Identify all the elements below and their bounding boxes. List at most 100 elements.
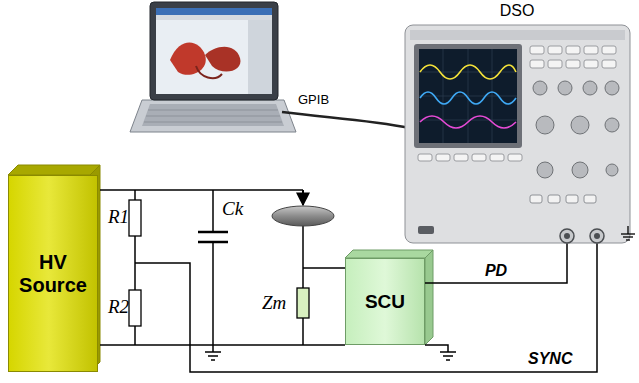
scu-faces: [345, 250, 433, 258]
ground-symbol: [205, 351, 221, 353]
oscilloscope-illustration: [418, 226, 434, 234]
oscilloscope-illustration: [548, 46, 562, 54]
oscilloscope-illustration: [572, 162, 588, 178]
signal-wire: [425, 246, 567, 283]
oscilloscope-illustration: [405, 25, 635, 243]
wire: [100, 344, 345, 346]
laptop-illustration: [248, 20, 272, 94]
signal-name: SYNC: [528, 350, 572, 368]
oscilloscope-illustration: [605, 118, 619, 132]
oscilloscope-illustration: [420, 92, 516, 104]
oscilloscope-illustration: [530, 60, 544, 68]
wire: [212, 242, 214, 352]
wire: [425, 345, 448, 352]
oscilloscope-illustration: [564, 233, 570, 239]
oscilloscope-illustration: [533, 81, 547, 95]
oscilloscope-illustration: [414, 44, 522, 148]
node-label: DSO: [500, 2, 535, 20]
oscilloscope-illustration: [602, 60, 616, 68]
gpib-cable: [282, 112, 410, 128]
oscilloscope-illustration: [436, 154, 450, 161]
oscilloscope-illustration: [418, 46, 616, 161]
wire: [302, 318, 304, 345]
oscilloscope-illustration: [621, 226, 635, 240]
laptop-illustration: [150, 2, 278, 100]
laptop-illustration: [146, 116, 280, 117]
oscilloscope-illustration: [468, 49, 469, 143]
oscilloscope-illustration: [560, 229, 574, 243]
oscilloscope-illustration: [508, 154, 522, 161]
wire: [134, 326, 136, 345]
oscilloscope-illustration: [583, 81, 597, 95]
oscilloscope-illustration: [605, 81, 619, 95]
oscilloscope-illustration: [472, 154, 486, 161]
laptop-illustration: [170, 43, 206, 75]
laptop-illustration: [130, 100, 296, 132]
oscilloscope-illustration: [530, 195, 542, 203]
wire: [135, 243, 597, 372]
oscilloscope-illustration: [606, 164, 618, 176]
oscilloscope-frame: DSO: [400, 0, 634, 246]
oscilloscope-illustration: [443, 49, 444, 143]
oscilloscope-illustration: [454, 154, 468, 161]
oscilloscope-illustration: [623, 236, 633, 237]
oscilloscope-illustration: [536, 116, 554, 134]
oscilloscope-illustration: [405, 25, 630, 243]
hv-source-faces: [8, 165, 100, 175]
wire: [302, 226, 304, 288]
current-transformer: [272, 206, 334, 226]
oscilloscope-illustration: [492, 49, 493, 143]
laptop-illustration: [142, 104, 284, 126]
ground-symbol: [208, 355, 218, 357]
capacitor-symbol: [198, 241, 228, 244]
oscilloscope-illustration: [566, 60, 580, 68]
oscilloscope-illustration: [420, 65, 516, 79]
oscilloscope-illustration: [566, 46, 580, 54]
resistor-symbol: [129, 200, 141, 236]
laptop-illustration: [156, 8, 272, 15]
node-label: HV Source: [12, 251, 94, 297]
scu-faces: [425, 250, 433, 345]
oscilloscope-illustration: [548, 60, 562, 68]
laptop-illustration: [156, 8, 272, 94]
wire: [100, 189, 303, 191]
hv-source-box: HV Source: [8, 175, 98, 372]
oscilloscope-illustration: [548, 195, 560, 203]
scu-box: SCU: [345, 258, 425, 345]
scu-faces: [345, 250, 433, 345]
laptop-illustration: [148, 110, 278, 111]
oscilloscope-illustration: [626, 239, 630, 240]
current-arrow: [302, 190, 304, 205]
ground-symbol: [211, 359, 215, 361]
ground-symbol: [443, 355, 453, 357]
interface-label: GPIB: [298, 92, 329, 107]
node-label: SCU: [365, 291, 405, 313]
laptop-illustration: [144, 122, 282, 123]
oscilloscope-illustration: [594, 233, 600, 239]
wire: [303, 267, 345, 269]
capacitor-symbol: [198, 232, 228, 242]
oscilloscope-illustration: [537, 162, 553, 178]
component-label: Zm: [262, 292, 286, 314]
oscilloscope-illustration: [584, 195, 596, 203]
component-label: R2: [108, 296, 129, 318]
oscilloscope-illustration: [602, 46, 616, 54]
oscilloscope-illustration: [584, 60, 598, 68]
oscilloscope-illustration: [420, 116, 516, 128]
resistor-symbol: [129, 290, 141, 326]
hv-source-faces: [8, 165, 100, 372]
oscilloscope-illustration: [530, 46, 544, 54]
signal-name: PD: [485, 262, 507, 280]
component-label: Ck: [222, 198, 243, 220]
oscilloscope-illustration: [558, 81, 572, 95]
oscilloscope-illustration: [584, 46, 598, 54]
oscilloscope-illustration: [410, 30, 625, 40]
ground-symbol: [205, 352, 221, 360]
laptop-illustration: [130, 2, 296, 132]
oscilloscope-illustration: [490, 154, 504, 161]
wire: [212, 190, 214, 232]
oscilloscope-illustration: [419, 49, 517, 143]
capacitor-symbol: [198, 231, 228, 234]
oscilloscope-illustration: [566, 195, 578, 203]
impedance-symbol: [297, 288, 309, 318]
